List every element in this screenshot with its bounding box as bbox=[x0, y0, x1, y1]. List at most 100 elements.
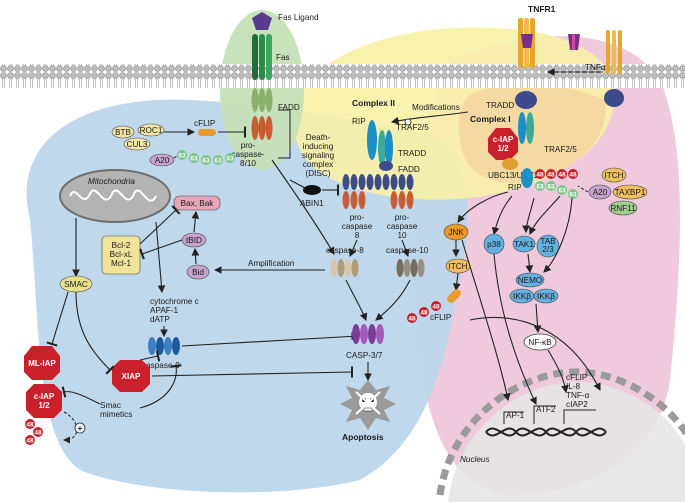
mimetics-inhibit-xiap bbox=[139, 364, 182, 409]
svg-text:63: 63 bbox=[214, 158, 222, 165]
ub63-chain-rip-i: 63 63 63 63 bbox=[535, 181, 578, 199]
jnk-label: JNK bbox=[448, 228, 464, 237]
dna-helix bbox=[485, 427, 607, 437]
ikkb2-shape bbox=[533, 288, 559, 304]
btb-shape bbox=[111, 125, 135, 139]
taxbp1-shape bbox=[612, 184, 648, 200]
procasp810-3 bbox=[265, 116, 273, 140]
amplification-label: Amplification bbox=[248, 259, 295, 268]
atf2-label: ATF2 bbox=[536, 405, 556, 414]
arrow-p38-atf2 bbox=[493, 253, 537, 405]
arrow-itch-cflip bbox=[452, 272, 461, 292]
arrow-procasp10-casp10 bbox=[401, 239, 410, 258]
disc-bracket bbox=[278, 109, 291, 159]
svg-text:48: 48 bbox=[536, 172, 544, 179]
xiap-label: XIAP bbox=[122, 372, 141, 381]
fadd-top-1 bbox=[251, 88, 259, 112]
tradd-ii-shape bbox=[379, 161, 393, 171]
abin1-shape bbox=[303, 185, 321, 195]
svg-text:48: 48 bbox=[26, 438, 34, 445]
arrow-casp10-casp37 bbox=[375, 279, 411, 321]
svg-text:48: 48 bbox=[34, 430, 42, 437]
modifications-label: Modifications bbox=[412, 103, 460, 112]
fadd-top-2 bbox=[258, 88, 266, 112]
fas-ligand-label: Fas Ligand bbox=[278, 13, 319, 22]
casp37-label: CASP-3/7 bbox=[346, 351, 383, 360]
nemo-label: NEMO bbox=[518, 276, 543, 285]
complex-ii-label: Complex II bbox=[352, 98, 395, 108]
a20-r-shape bbox=[588, 184, 612, 200]
ap1-label: AP-1 bbox=[506, 411, 525, 420]
svg-text:63: 63 bbox=[202, 158, 210, 165]
a20-r-label: A20 bbox=[593, 188, 608, 197]
complex-i-label: Complex I bbox=[470, 114, 511, 124]
arrow-rip-p38 bbox=[491, 195, 513, 236]
xiap-inhibit-casp37 bbox=[151, 366, 354, 378]
ubc13-shape bbox=[502, 158, 518, 170]
arrow-jnk-ap1 bbox=[461, 239, 511, 402]
procasp810-1 bbox=[251, 116, 259, 140]
fas-receptor-2 bbox=[259, 34, 265, 80]
roc1-shape bbox=[137, 123, 165, 137]
smac-inhibit-mliap bbox=[46, 291, 69, 347]
complex-i-traf-2 bbox=[526, 112, 534, 144]
rnf11-shape bbox=[608, 200, 638, 216]
btb-label: BTB bbox=[115, 128, 131, 137]
tradd-ii-label: TRADD bbox=[398, 149, 426, 158]
a20-l-dash bbox=[173, 155, 178, 159]
tak1-shape bbox=[512, 235, 536, 253]
nucleus-label: Nucleus bbox=[460, 455, 490, 464]
tak1-label: TAK1 bbox=[514, 240, 534, 249]
arrow-disc-casp8 bbox=[271, 159, 335, 255]
ciap12-top-shape bbox=[488, 128, 518, 160]
cflip-top-shape bbox=[198, 129, 216, 136]
ub63-chain-left: 63 63 63 63 63 bbox=[177, 150, 235, 165]
caspase-9-shape bbox=[148, 337, 180, 355]
arrow-ub-nemo bbox=[543, 197, 573, 273]
mimetics-inhibit-ciap bbox=[61, 386, 101, 405]
svg-text:48: 48 bbox=[569, 172, 577, 179]
tnfr1-label: TNFR1 bbox=[528, 4, 556, 14]
xiap-inhibit-casp9 bbox=[139, 350, 161, 362]
ml-iap-shape bbox=[24, 346, 60, 380]
traf25-i-label: TRAF2/5 bbox=[544, 145, 577, 154]
a20-l-label: A20 bbox=[155, 156, 170, 165]
itch-mid-label: ITCH bbox=[448, 262, 467, 271]
tnfr1-receptor-1 bbox=[518, 18, 523, 68]
complex-ii-fadd-row bbox=[342, 174, 414, 190]
smac-inhibit-iaps bbox=[75, 291, 115, 375]
fas-receptor-3 bbox=[266, 34, 272, 80]
ub48-chain-cflip: 48 48 48 bbox=[407, 301, 441, 323]
cflip-mid-label: cFLIP bbox=[430, 313, 452, 322]
plus-sign-shape bbox=[74, 422, 86, 434]
ub48-chain-rip-i: 48 48 48 48 bbox=[535, 169, 578, 179]
arrow-rip-tak1 bbox=[522, 197, 535, 234]
rip-ii-shape bbox=[367, 120, 377, 160]
arrow-casp9-casp37 bbox=[181, 332, 360, 347]
svg-text:63: 63 bbox=[178, 153, 186, 160]
traf25-ii-label: TRAF2/5 bbox=[396, 123, 429, 132]
ciap12-bottom-shape bbox=[26, 384, 62, 418]
mito-to-cytc bbox=[155, 221, 166, 294]
caspase-10-shape bbox=[396, 259, 425, 277]
plus-sign: + bbox=[78, 423, 83, 433]
bax-bak-shape bbox=[173, 195, 221, 211]
rip-ii-label: RIP bbox=[352, 117, 366, 126]
fadd-ii-label: FADD bbox=[398, 165, 420, 174]
atf2-promoter bbox=[533, 405, 556, 424]
nemo-shape bbox=[515, 272, 545, 288]
tnfr1-free-1 bbox=[606, 30, 610, 74]
procasp810-2 bbox=[258, 116, 266, 140]
arrow-nfkb-targets bbox=[547, 349, 569, 394]
ml-iap-label: ML-IAP bbox=[28, 359, 56, 368]
svg-text:48: 48 bbox=[558, 172, 566, 179]
tnfr1-receptor-3 bbox=[530, 18, 535, 68]
bcl2-inhibit-tbid bbox=[139, 239, 183, 260]
caspase-8-label: caspase-8 bbox=[326, 246, 364, 255]
